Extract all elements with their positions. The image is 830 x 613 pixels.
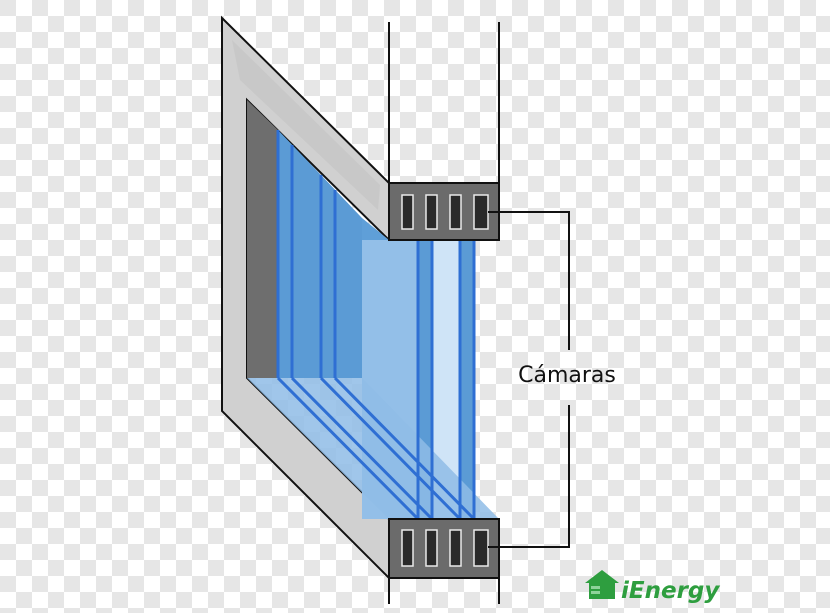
profile-bottom bbox=[388, 518, 500, 579]
chamber-bottom-4 bbox=[473, 529, 489, 567]
brand-logo: iEnergy bbox=[585, 570, 720, 604]
chamber-bottom-3 bbox=[449, 529, 462, 567]
chamber-top-3 bbox=[449, 194, 462, 230]
inner-reveal bbox=[247, 100, 278, 378]
frame-shadow bbox=[232, 40, 380, 210]
chamber-top-1 bbox=[401, 194, 414, 230]
glass-sill bbox=[247, 378, 499, 519]
label-bracket bbox=[488, 211, 570, 548]
glass-edge bbox=[460, 240, 474, 519]
chambers-label: Cámaras bbox=[518, 363, 616, 388]
chamber-top-2 bbox=[425, 194, 438, 230]
chamber-bottom-2 bbox=[425, 529, 438, 567]
chamber-bottom-1 bbox=[401, 529, 414, 567]
profile-top bbox=[388, 182, 500, 241]
brand-name: iEnergy bbox=[621, 578, 720, 604]
house-icon bbox=[585, 570, 619, 599]
chamber-top-4 bbox=[473, 194, 489, 230]
glass-spacers bbox=[276, 130, 476, 521]
